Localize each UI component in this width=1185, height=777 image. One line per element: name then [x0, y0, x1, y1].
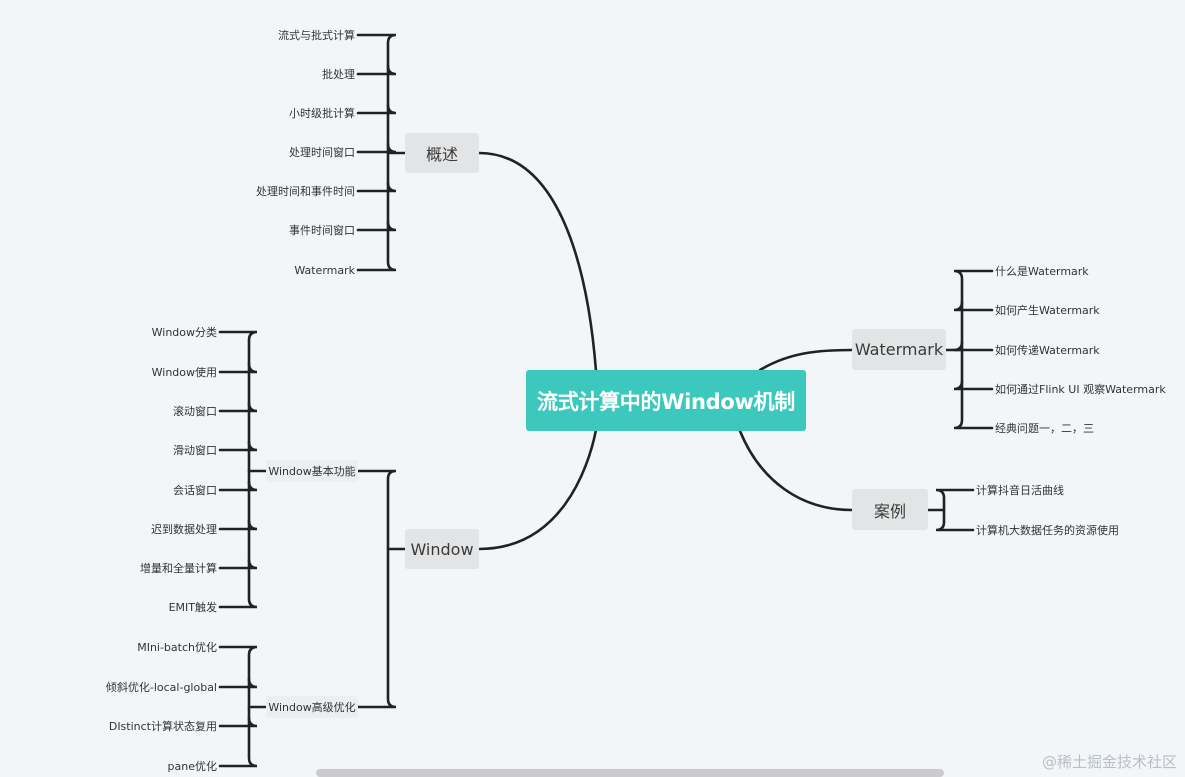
site-watermark: @稀土掘金技术社区: [1041, 753, 1177, 771]
bracket-window-basic-branch-3: [218, 440, 258, 452]
root-topic[interactable]: 流式计算中的Window机制: [526, 370, 806, 431]
subtopic-window-advanced[interactable]: Window高级优化: [266, 696, 358, 718]
leaf-overview-7[interactable]: Watermark: [294, 263, 355, 277]
leaf-overview-4[interactable]: 处理时间窗口: [289, 146, 355, 159]
bracket-overview-branch-1: [356, 64, 397, 76]
link-root-overview: [477, 151, 598, 373]
leaf-overview-6[interactable]: 事件时间窗口: [289, 224, 355, 237]
leaf-overview-5[interactable]: 处理时间和事件时间: [256, 185, 355, 198]
bracket-window-basic-spine: [218, 330, 258, 609]
leaf-overview-2[interactable]: 批处理: [322, 68, 355, 81]
leaf-overview-3[interactable]: 小时级批计算: [289, 107, 355, 120]
leaf-window-basic-1[interactable]: Window分类: [151, 326, 217, 339]
leaf-overview-1[interactable]: 流式与批式计算: [278, 29, 355, 42]
leaf-watermark-3[interactable]: 如何传递Watermark: [995, 344, 1100, 357]
topic-window[interactable]: Window: [405, 529, 479, 569]
leaf-cases-1[interactable]: 计算抖音日活曲线: [976, 484, 1064, 497]
bracket-window-basic-branch-6: [218, 558, 258, 570]
bracket-window-basic-branch-5: [218, 519, 258, 531]
bracket-window-adv-branch-2: [218, 716, 258, 728]
bracket-window-basic-branch-2: [218, 401, 258, 413]
bracket-watermark-branch-2: [953, 340, 994, 352]
bracket-overview-branch-5: [356, 220, 397, 232]
leaf-window-adv-2[interactable]: 倾斜优化-local-global: [105, 681, 217, 694]
leaf-window-adv-1[interactable]: MIni-batch优化: [137, 641, 217, 654]
bracket-overview-branch-4: [356, 181, 397, 193]
link-root-watermark: [758, 348, 854, 372]
bracket-window-basic-branch-1: [218, 362, 258, 374]
leaf-window-basic-6[interactable]: 迟到数据处理: [151, 523, 217, 536]
leaf-watermark-5[interactable]: 经典问题一，二，三: [995, 422, 1094, 435]
bracket-watermark-branch-3: [953, 379, 994, 391]
leaf-watermark-4[interactable]: 如何通过Flink UI 观察Watermark: [995, 383, 1166, 396]
bracket-watermark-branch-1: [953, 300, 994, 312]
leaf-cases-2[interactable]: 计算机大数据任务的资源使用: [976, 524, 1119, 537]
link-root-window: [477, 428, 598, 551]
leaf-window-basic-3[interactable]: 滚动窗口: [173, 405, 217, 418]
bracket-window-spine: [356, 469, 397, 709]
leaf-window-basic-7[interactable]: 增量和全量计算: [140, 562, 217, 575]
bracket-overview-branch-2: [356, 103, 397, 115]
topic-cases[interactable]: 案例: [852, 489, 928, 530]
leaf-window-adv-4[interactable]: pane优化: [167, 760, 217, 773]
topic-overview[interactable]: 概述: [405, 133, 479, 173]
leaf-window-basic-2[interactable]: Window使用: [151, 366, 217, 379]
bracket-overview-branch-3: [356, 142, 397, 154]
link-root-cases: [738, 429, 854, 512]
bracket-window-adv-spine: [218, 645, 258, 768]
leaf-watermark-2[interactable]: 如何产生Watermark: [995, 304, 1100, 317]
bracket-window-adv-branch-1: [218, 677, 258, 689]
subtopic-window-basic[interactable]: Window基本功能: [266, 460, 358, 482]
leaf-window-basic-4[interactable]: 滑动窗口: [173, 444, 217, 457]
horizontal-scrollbar[interactable]: [316, 769, 944, 777]
leaf-window-basic-8[interactable]: EMIT触发: [168, 601, 217, 614]
leaf-watermark-1[interactable]: 什么是Watermark: [995, 265, 1089, 278]
bracket-cases-spine: [935, 488, 975, 532]
leaf-window-adv-3[interactable]: DIstinct计算状态复用: [108, 720, 217, 733]
leaf-window-basic-5[interactable]: 会话窗口: [173, 484, 217, 497]
topic-watermark[interactable]: Watermark: [852, 329, 946, 370]
bracket-window-basic-branch-4: [218, 480, 258, 492]
